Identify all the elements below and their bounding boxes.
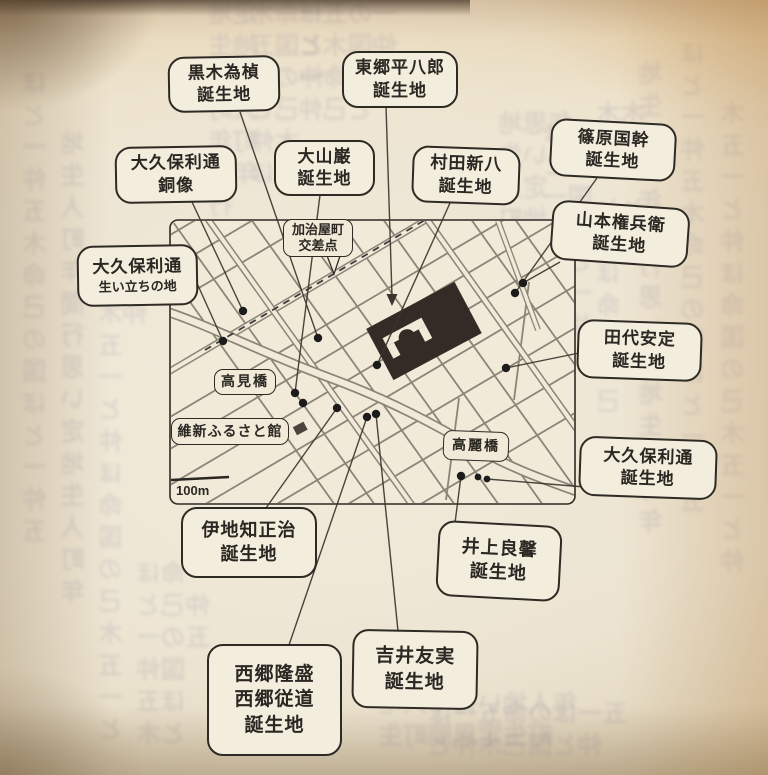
- label-yamamoto-gonbei: 山本権兵衛 誕生地: [549, 199, 691, 269]
- label-shinohara-kunimoto: 篠原国幹 誕生地: [548, 117, 678, 183]
- label-line: 誕生地: [620, 468, 675, 489]
- gate-icon: [382, 317, 433, 359]
- scale-label: 100m: [176, 483, 210, 498]
- label-line: 誕生地: [384, 670, 445, 694]
- label-line: 誕生地: [244, 714, 305, 736]
- label-ishin-furusato-kan: 維新ふるさと館: [171, 418, 289, 445]
- label-line: 交差点: [298, 238, 338, 253]
- label-line: 大久保利通: [92, 255, 183, 277]
- label-murata-shinpachi: 村田新八 誕生地: [411, 145, 521, 206]
- label-inoue-yoshika: 井上良馨 誕生地: [435, 519, 563, 603]
- label-saigo-takamori-judo: 西郷隆盛 西郷従道 誕生地: [207, 644, 342, 756]
- label-tashiro-yasusada: 田代安定 誕生地: [576, 318, 703, 383]
- label-kuroki-tametake: 黒木為楨 誕生地: [167, 55, 281, 113]
- label-kajiya-intersection: 加治屋町 交差点: [283, 219, 353, 257]
- location-dots: [218, 278, 528, 483]
- label-yoshii-tomozane: 吉井友実 誕生地: [351, 628, 479, 711]
- label-line: 山本権兵衛: [575, 209, 667, 235]
- label-line: 誕生地: [373, 80, 427, 100]
- scale-bar: [170, 475, 230, 482]
- label-line: 黒木為楨: [187, 61, 260, 83]
- label-line: 大山巌: [297, 146, 352, 166]
- label-ijichi-masaharu: 伊地知正治 誕生地: [181, 507, 317, 578]
- main-streets: [171, 221, 574, 503]
- label-line: 吉井友実: [375, 645, 456, 669]
- label-line: 大久保利通: [130, 152, 221, 173]
- label-line: 誕生地: [611, 350, 667, 372]
- label-line: 生い立ちの地: [98, 278, 177, 295]
- label-line: 東郷平八郎: [355, 58, 445, 78]
- label-line: 誕生地: [591, 233, 647, 256]
- label-line: 西郷隆盛: [234, 664, 315, 686]
- label-line: 誕生地: [438, 175, 493, 197]
- label-line: 誕生地: [220, 543, 278, 564]
- label-line: 村田新八: [430, 152, 503, 175]
- label-togo-heihachiro: 東郷平八郎 誕生地: [342, 51, 458, 108]
- tram-line-dashes: [204, 221, 426, 351]
- central-building-block: [366, 281, 482, 381]
- label-line: 伊地知正治: [201, 519, 297, 540]
- label-koraibashi-bridge: 高麗橋: [442, 429, 510, 463]
- label-line: 誕生地: [197, 84, 252, 105]
- label-line: 誕生地: [297, 169, 352, 188]
- togo-arrowhead: [386, 294, 398, 306]
- river: [171, 307, 574, 497]
- label-okubo-toshimichi-statue: 大久保利通 銅像: [114, 144, 238, 205]
- label-line: 大久保利通: [603, 445, 694, 468]
- label-line: 誕生地: [469, 560, 528, 584]
- label-line: 西郷従道: [234, 689, 315, 711]
- label-line: 田代安定: [603, 327, 677, 350]
- label-okubo-toshimichi-roots: 大久保利通 生い立ちの地: [76, 243, 199, 308]
- label-okubo-toshimichi-birthplace: 大久保利通 誕生地: [577, 435, 719, 501]
- label-line: 銅像: [158, 175, 195, 195]
- label-oyama-iwao: 大山巌 誕生地: [274, 140, 375, 196]
- ishin-furusato-kan-building: [292, 421, 308, 436]
- label-line: 加治屋町: [291, 221, 344, 237]
- label-line: 誕生地: [584, 149, 640, 172]
- label-takamibashi-bridge: 高見橋: [214, 369, 276, 395]
